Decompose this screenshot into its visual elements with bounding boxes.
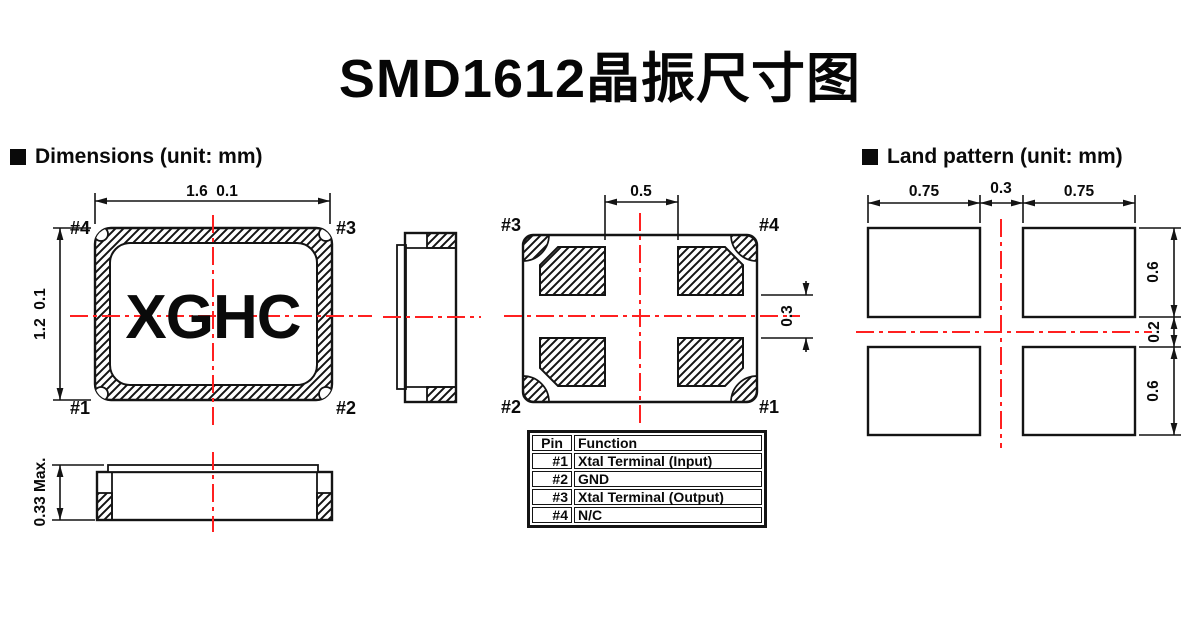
land-pattern-section-label: Land pattern (unit: mm)	[887, 145, 1123, 168]
dimension-body-thickness	[52, 464, 104, 521]
dim-land-pad-height-bottom: 0.6	[1145, 380, 1162, 402]
dimension-land-right	[1139, 227, 1181, 436]
dim-land-pad-width-left: 0.75	[909, 183, 940, 200]
dimension-pad-gap-y	[761, 281, 813, 352]
elevation-view: 0.33 Max.	[32, 452, 334, 532]
pin-label-3: #3	[501, 215, 521, 235]
pin-label-4: #4	[759, 215, 779, 235]
pad-2	[539, 337, 606, 387]
pin-cell: #2	[532, 471, 572, 487]
top-view: XGHC #4 #3 #1 #2 1.6 0.1 1.2 0.1	[32, 183, 372, 430]
chip-marking: XGHC	[125, 283, 300, 352]
dimensions-section-label: Dimensions (unit: mm)	[35, 145, 263, 168]
dimension-body-height	[53, 227, 91, 401]
pin-label-1: #1	[70, 398, 90, 418]
dimension-land-top	[867, 195, 1136, 223]
section-bullet-icon	[862, 149, 878, 165]
dimension-body-width	[94, 193, 331, 224]
section-bullet-icon	[10, 149, 26, 165]
elevation-body	[95, 470, 334, 522]
land-pattern-section-header: Land pattern (unit: mm)	[862, 145, 1123, 169]
pad-4	[677, 246, 744, 296]
side-view	[383, 231, 481, 404]
pad-1	[677, 337, 744, 387]
pin-label-3: #3	[336, 218, 356, 238]
page-title: SMD1612晶振尺寸图	[338, 49, 862, 109]
function-cell: N/C	[574, 507, 762, 523]
castellation-corner	[730, 234, 758, 262]
table-header-row: Pin Function	[532, 435, 762, 451]
dim-body-height-label: 1.2 0.1	[32, 288, 49, 340]
dim-land-gap-x: 0.3	[990, 180, 1012, 197]
land-pad	[866, 345, 982, 437]
pin-cell: #1	[532, 453, 572, 469]
dimensions-section-header: Dimensions (unit: mm)	[10, 145, 263, 169]
pin-label-2: #2	[501, 397, 521, 417]
dim-land-gap-y: 0.2	[1146, 321, 1163, 343]
land-pad	[866, 226, 982, 319]
bottom-view: #3 #4 #2 #1 0.5 0.3	[501, 183, 813, 427]
castellation-corner	[522, 234, 550, 262]
function-cell: Xtal Terminal (Input)	[574, 453, 762, 469]
dim-body-width-label: 1.6 0.1	[186, 183, 238, 200]
pin-function-table: Pin Function #1 Xtal Terminal (Input) #2…	[527, 430, 767, 528]
land-pattern-view: 0.75 0.3 0.75 0.6 0.2 0.6	[856, 180, 1181, 448]
function-cell: GND	[574, 471, 762, 487]
dim-thickness-label: 0.33 Max.	[32, 458, 49, 527]
function-cell: Xtal Terminal (Output)	[574, 489, 762, 505]
table-row: #4 N/C	[532, 507, 762, 523]
pin-cell: #4	[532, 507, 572, 523]
dim-land-pad-height-top: 0.6	[1145, 261, 1162, 283]
dimension-pad-gap-x	[604, 195, 679, 240]
dim-land-pad-width-right: 0.75	[1064, 183, 1095, 200]
pin-label-2: #2	[336, 398, 356, 418]
pin-label-1: #1	[759, 397, 779, 417]
dim-pad-gap-x-label: 0.5	[630, 183, 652, 200]
castellation-corner	[522, 375, 550, 403]
function-column-header: Function	[574, 435, 762, 451]
pad-3	[539, 246, 606, 296]
land-pad	[1021, 226, 1137, 319]
dim-pad-gap-y-label: 0.3	[779, 305, 796, 327]
pin-column-header: Pin	[532, 435, 572, 451]
table-row: #1 Xtal Terminal (Input)	[532, 453, 762, 469]
pin-cell: #3	[532, 489, 572, 505]
table-row: #2 GND	[532, 471, 762, 487]
castellation-corner	[730, 375, 758, 403]
table-row: #3 Xtal Terminal (Output)	[532, 489, 762, 505]
land-pad	[1021, 345, 1137, 437]
